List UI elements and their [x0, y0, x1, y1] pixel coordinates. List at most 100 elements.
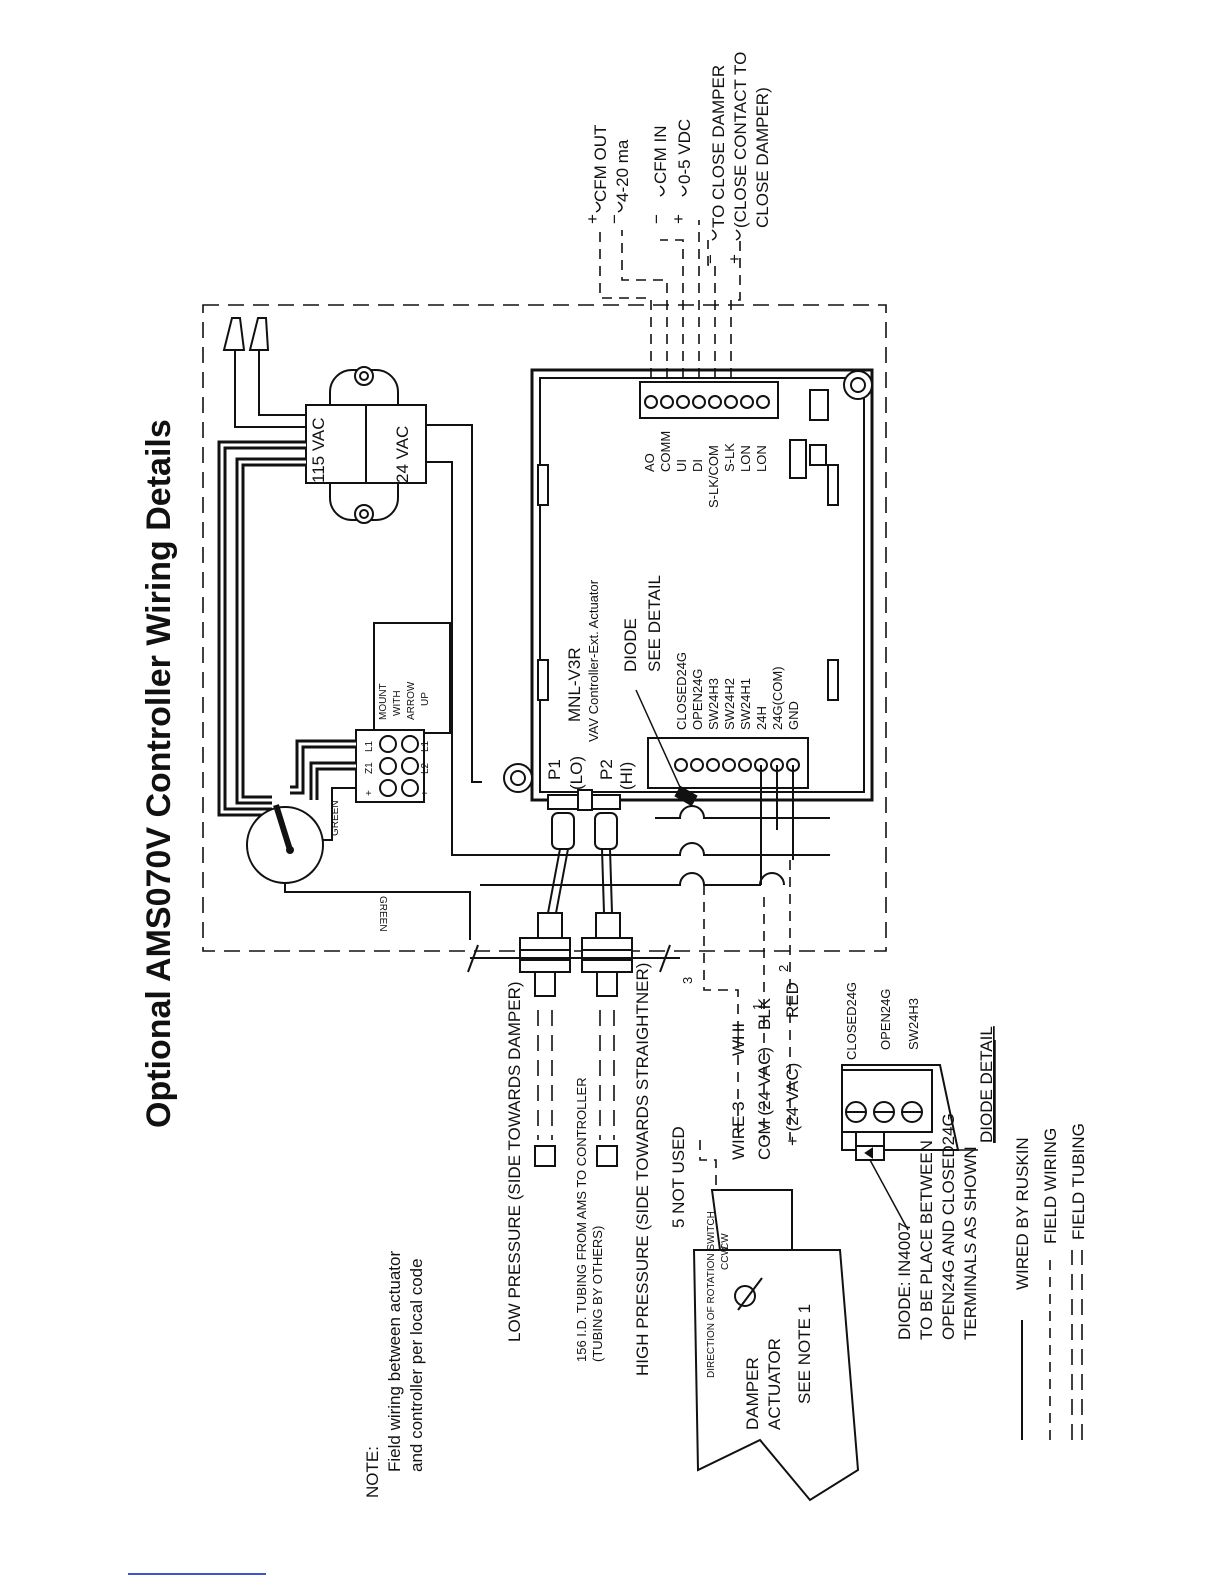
controller-bottom-terminals: CLOSED24G OPEN24G SW24H3 SW24H2 SW24H1 2… [674, 652, 801, 730]
note-line-2: and controller per local code [407, 1258, 426, 1472]
line-terminal-block: L1 L2 Z1 L1 + + [355, 729, 431, 803]
wire-3-label: WIRE 3 [729, 1101, 748, 1160]
port-p1-label: P1 [545, 759, 564, 780]
output-minus-2: − [647, 214, 666, 224]
high-pressure-label: HIGH PRESSURE (SIDE TOWARDS STRAIGHTNER) [633, 963, 652, 1376]
see-note-1: SEE NOTE 1 [795, 1304, 814, 1404]
transformer-secondary-label: 24 VAC [393, 426, 412, 483]
note-heading: NOTE: [363, 1446, 382, 1498]
term-lon-1: LON [738, 445, 753, 472]
transformer-primary-label: 115 VAC [309, 417, 328, 483]
wire-5-label: 5 NOT USED [669, 1126, 688, 1228]
note: NOTE: Field wiring between actuator and … [363, 1251, 426, 1498]
wire-num-2: 2 [776, 965, 791, 972]
wire-nut-icon [222, 317, 306, 428]
note-line-1: Field wiring between actuator [385, 1251, 404, 1472]
output-plus-1: + [583, 214, 602, 224]
term-lon-2: LON [754, 445, 769, 472]
cfm-out-label: CFM OUT [591, 125, 610, 202]
transformer: 115 VAC 24 VAC [305, 366, 427, 524]
plus-24-color: RED [783, 982, 802, 1018]
term-gnd: GND [786, 701, 801, 730]
low-pressure-label: LOW PRESSURE (SIDE TOWARDS DAMPER) [505, 981, 524, 1342]
footer-link-underline [128, 1573, 266, 1575]
diode-callout-1: DIODE [621, 618, 640, 672]
term-open24g: OPEN24G [690, 669, 705, 730]
pressure-tubing [467, 812, 680, 997]
term-slk: S-LK [722, 443, 737, 472]
term-comm: COMM [658, 431, 673, 472]
term-24h: 24H [754, 706, 769, 730]
term-sw24h1: SW24H1 [738, 678, 753, 730]
actuator-name-2: ACTUATOR [765, 1338, 784, 1430]
field-tubing [534, 1010, 618, 1167]
diode-detail-heading: DIODE DETAIL [977, 1026, 996, 1143]
tb-label-1: L1 [364, 740, 375, 752]
controller-top-terminals: AO COMM UI DI S-LK/COM S-LK LON LON [642, 431, 769, 508]
diode-detail-term-1: CLOSED24G [844, 982, 859, 1060]
diode-desc-2: TO BE PLACE BETWEEN [917, 1140, 936, 1340]
cw-label: CW [720, 1233, 731, 1250]
term-ao: AO [642, 453, 657, 472]
enclosure-outline [202, 304, 887, 952]
legend-field-tubing: FIELD TUBING [1069, 1123, 1088, 1240]
output-minus-3: − [701, 254, 720, 264]
plus-24-label: + (24 VAC) [783, 1063, 802, 1146]
diode-icon [674, 785, 698, 807]
diode-detail-term-3: SW24H3 [906, 998, 921, 1050]
tb-label-5: + [364, 790, 375, 796]
diode-detail [841, 1064, 978, 1231]
term-slk-com: S-LK/COM [706, 445, 721, 508]
close-damper-note-1: (CLOSE CONTACT TO [731, 52, 750, 228]
close-damper-label: TO CLOSE DAMPER [709, 65, 728, 228]
term-di: DI [690, 459, 705, 472]
tb-label-4: L1 [420, 740, 431, 752]
top-terminal-screws [644, 395, 770, 409]
mount-arrow-label: MOUNT WITH ARROW UP [373, 622, 451, 734]
ground-label-2: GREEN [377, 896, 388, 932]
wire-num-3: 3 [680, 977, 695, 984]
actuator-name-1: DAMPER [743, 1357, 762, 1430]
wire-num-1: 1 [750, 1003, 765, 1010]
close-damper-note-2: CLOSE DAMPER) [753, 87, 772, 228]
output-plus-2: + [669, 214, 688, 224]
term-sw24h3: SW24H3 [706, 678, 721, 730]
legend: WIRED BY RUSKIN FIELD WIRING FIELD TUBIN… [1013, 1123, 1088, 1440]
output-minus-1: − [605, 214, 624, 224]
port-p2-label: P2 [597, 759, 616, 780]
term-sw24h2: SW24H2 [722, 678, 737, 730]
mount-text-4: UP [420, 692, 431, 706]
damper-actuator [692, 1189, 860, 1502]
ground-label: GREEN [330, 800, 341, 836]
page-title: Optional AMS070V Controller Wiring Detai… [140, 419, 178, 1128]
ccw-label: CCW [720, 1246, 731, 1270]
cfm-in-label: CFM IN [651, 125, 670, 184]
diode-desc-1: DIODE: IN4007 [895, 1222, 914, 1340]
tb-label-6: + [420, 790, 431, 796]
diode-detail-term-2: OPEN24G [878, 989, 893, 1050]
tubing-note-1: 156 I.D. TUBING FROM AMS TO CONTROLLER [574, 1077, 589, 1362]
term-ui: UI [674, 459, 689, 472]
legend-ruskin: WIRED BY RUSKIN [1013, 1137, 1032, 1290]
cfm-out-range: 4-20 ma [613, 139, 632, 202]
legend-field-wiring: FIELD WIRING [1041, 1128, 1060, 1244]
mount-text-3: ARROW [406, 681, 417, 720]
actuator-field-wiring [480, 765, 830, 1190]
wire-3-color: WHI [729, 1023, 748, 1056]
controller-model: MNL-V3R [565, 647, 584, 722]
ground-screw-icon [246, 804, 324, 884]
tb-label-2: L2 [420, 762, 431, 774]
bottom-terminal-screws [674, 758, 800, 772]
output-plus-3: + [725, 254, 744, 264]
port-p2-sub: (HI) [617, 762, 636, 790]
controller-description: VAV Controller-Ext. Actuator [586, 579, 601, 742]
com-color: BLK [755, 997, 774, 1030]
tb-label-3: Z1 [364, 762, 375, 774]
mount-text-1: MOUNT [378, 683, 389, 720]
diode-callout-2: SEE DETAIL [645, 575, 664, 672]
primary-wiring [217, 440, 306, 817]
tubing-note-2: (TUBING BY OTHERS) [590, 1226, 605, 1362]
secondary-wiring [426, 424, 482, 783]
term-closed24g: CLOSED24G [674, 652, 689, 730]
port-p1-sub: (LO) [567, 756, 586, 790]
